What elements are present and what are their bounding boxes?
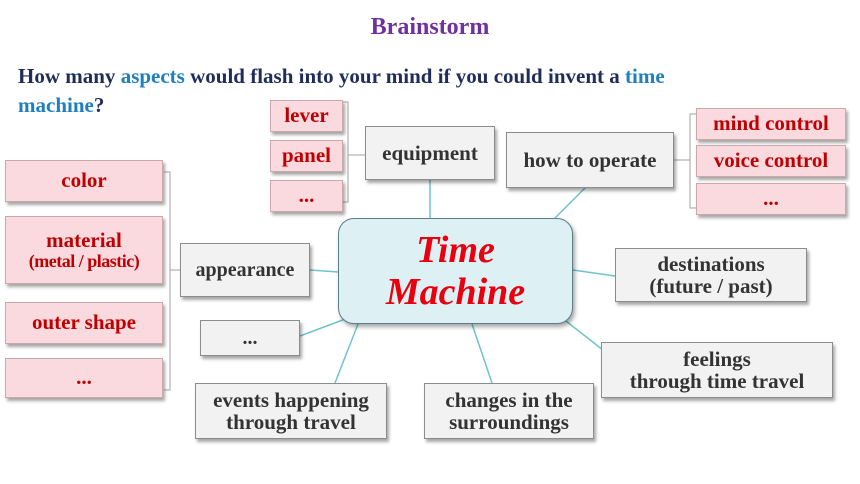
central-topic-line-2: Machine [385,271,526,313]
appearance-item-outer-shape: outer shape [5,302,163,344]
equipment-item-lever: lever [270,100,343,132]
operate-item-mind-control: mind control [696,108,846,140]
question-part-1: How many [18,64,121,88]
appearance-item-material-line-2: (metal / plastic) [28,250,140,271]
bracket-operate [689,113,696,209]
appearance-item-material: material (metal / plastic) [5,216,163,284]
question-highlight-time: time [625,64,665,88]
branch-feelings-line-2: through time travel [629,369,805,393]
central-topic-line-1: Time [416,229,495,271]
equipment-item-more: ... [270,180,343,212]
branch-how-to-operate: how to operate [506,132,674,188]
connector-more [299,317,349,337]
question-highlight-aspects: aspects [120,64,185,88]
branch-destinations-line-2: (future / past) [649,274,773,298]
connector-events [334,323,359,384]
branch-appearance: appearance [180,243,310,297]
connector-operate [554,187,586,219]
branch-events: events happening through travel [195,383,387,439]
branch-changes-line-1: changes in the [445,387,573,412]
branch-feelings-line-1: feelings [683,346,751,371]
branch-changes-surroundings: changes in the surroundings [424,383,594,439]
question-highlight-machine: machine [18,93,94,117]
operate-item-voice-control: voice control [696,145,846,177]
connector-feelings [561,317,604,351]
branch-events-line-1: events happening [213,387,369,412]
appearance-item-color: color [5,160,163,202]
operate-item-more: ... [696,183,846,215]
branch-more: ... [200,320,300,356]
branch-destinations-line-1: destinations [657,251,765,276]
question-part-2: would flash into your mind if you could … [184,64,625,88]
branch-events-line-2: through travel [226,410,356,434]
central-topic: Time Machine [338,218,573,324]
bracket-appearance [164,171,171,391]
connector-appearance [309,269,339,273]
slide-title: Brainstorm [370,14,490,40]
connector-changes [471,323,493,384]
branch-destinations: destinations (future / past) [615,248,807,302]
bracket-equipment [343,101,349,203]
question-text: How many aspects would flash into your m… [18,62,848,120]
branch-equipment: equipment [365,126,495,180]
appearance-item-material-line-1: material [46,227,122,252]
branch-changes-line-2: surroundings [449,410,569,434]
branch-feelings: feelings through time travel [601,342,833,398]
equipment-item-panel: panel [270,140,343,172]
question-part-3: ? [93,93,105,117]
appearance-item-more: ... [5,358,163,398]
connector-destinations [572,269,616,277]
